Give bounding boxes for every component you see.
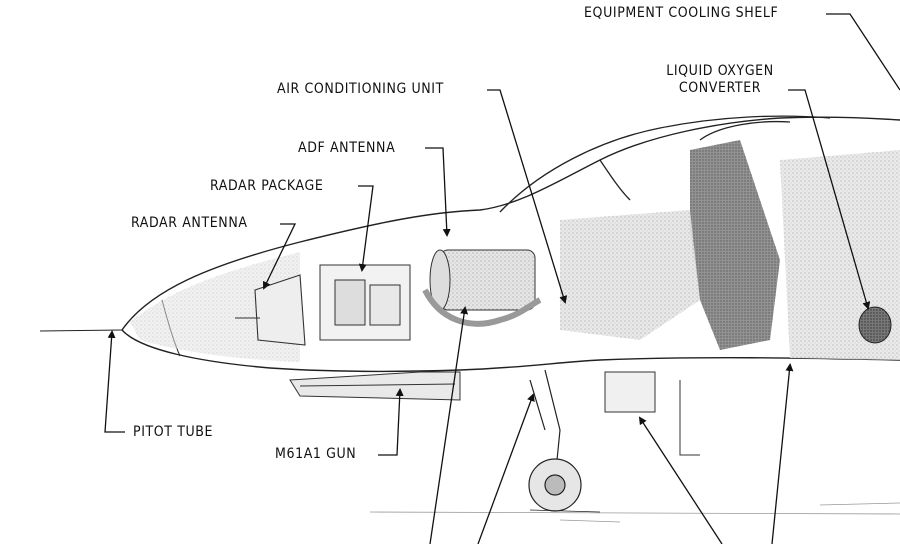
label-liquid-oxygen-line2: CONVERTER bbox=[678, 80, 762, 96]
landing-gear bbox=[528, 369, 601, 513]
label-m61a1-gun: M61A1 GUN bbox=[275, 446, 357, 462]
gear-bay bbox=[604, 371, 656, 413]
ground-line bbox=[369, 502, 900, 523]
label-air-conditioning-unit: AIR CONDITIONING UNIT bbox=[277, 81, 444, 97]
canopy bbox=[499, 115, 831, 213]
leader-lines bbox=[104, 13, 900, 544]
ejection-seat bbox=[690, 140, 780, 350]
label-liquid-oxygen-line1: LIQUID OXYGEN bbox=[666, 63, 774, 79]
ac-unit bbox=[422, 249, 542, 327]
label-radar-antenna: RADAR ANTENNA bbox=[131, 215, 248, 231]
lox-converter bbox=[858, 306, 892, 344]
label-adf-antenna: ADF ANTENNA bbox=[298, 140, 396, 156]
label-radar-package: RADAR PACKAGE bbox=[210, 178, 324, 194]
radar-antenna-dish bbox=[235, 274, 306, 346]
radar-package-box bbox=[319, 264, 411, 341]
gun bbox=[289, 371, 461, 401]
label-equipment-cooling-shelf: EQUIPMENT COOLING SHELF bbox=[584, 5, 779, 21]
cockpit-area bbox=[560, 210, 700, 340]
label-liquid-oxygen-converter: LIQUID OXYGEN CONVERTER bbox=[655, 63, 785, 97]
label-pitot-tube: PITOT TUBE bbox=[133, 424, 214, 440]
